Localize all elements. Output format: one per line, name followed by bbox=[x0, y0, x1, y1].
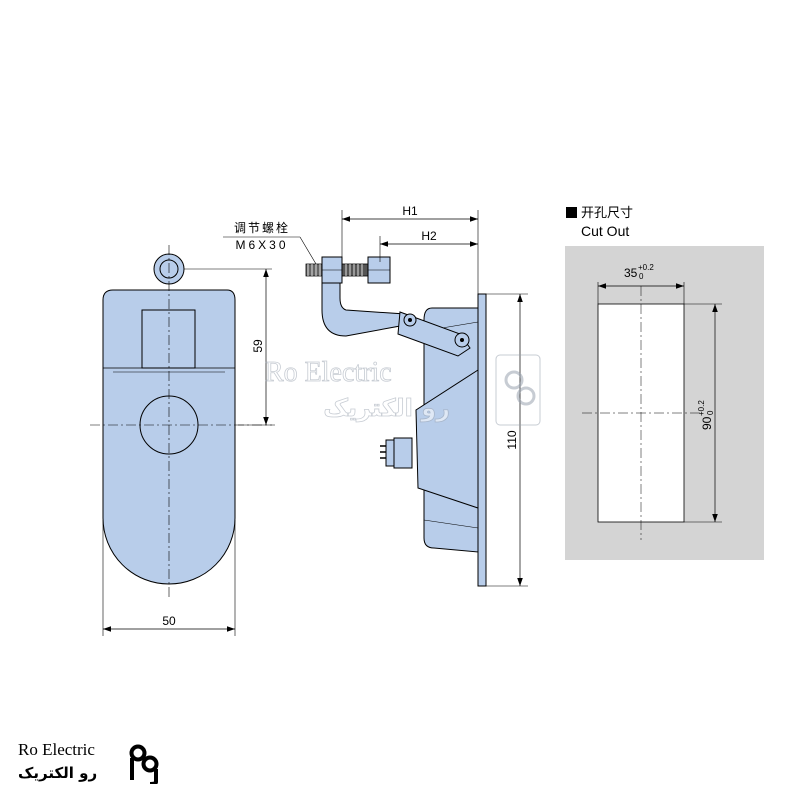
dim-h1-label: H1 bbox=[402, 204, 418, 218]
brand-text-en: Ro Electric bbox=[18, 740, 95, 759]
front-width-label: 50 bbox=[162, 614, 176, 628]
bottom-bolt-head bbox=[385, 439, 395, 467]
cutout-title-en: Cut Out bbox=[581, 223, 629, 239]
side-view: 调节螺栓 M6X30 H1 H2 110 bbox=[223, 204, 528, 587]
watermark-logo bbox=[495, 354, 541, 426]
cutout-height-tol-lower: 0 bbox=[706, 410, 715, 415]
cutout-title-cn: 开孔尺寸 bbox=[581, 206, 633, 221]
cutout-width-label: 35 bbox=[624, 266, 638, 280]
cutout-title-square bbox=[566, 207, 577, 218]
brand-logo-block: Ro Electric رو الکتریک bbox=[18, 740, 168, 790]
watermark-text-fa: رو الکتریک bbox=[323, 394, 450, 422]
side-height-label: 110 bbox=[505, 430, 519, 449]
brand-text-fa: رو الکتریک bbox=[18, 764, 98, 782]
handle-arm bbox=[321, 281, 406, 337]
watermark: Ro Electric رو الکتریک bbox=[265, 354, 541, 426]
front-height-label: 59 bbox=[251, 339, 265, 353]
cutout-height-label: 90 bbox=[700, 416, 714, 430]
dim-h2-label: H2 bbox=[421, 229, 437, 243]
mounting-plate bbox=[477, 293, 487, 587]
cutout-width-tol-upper: +0.2 bbox=[638, 263, 654, 272]
cutout-view: 开孔尺寸 Cut Out 35 +0.2 0 90 +0.2 0 bbox=[565, 206, 764, 560]
handle-link bbox=[397, 311, 471, 357]
handle-recess bbox=[141, 309, 196, 369]
brand-logo-icon bbox=[129, 744, 159, 784]
bolt-label-cn: 调节螺栓 bbox=[234, 220, 290, 235]
bolt-label-spec: M6X30 bbox=[235, 238, 288, 252]
watermark-text-en: Ro Electric bbox=[265, 357, 392, 388]
front-view: 59 50 bbox=[90, 245, 275, 636]
cutout-width-tol-lower: 0 bbox=[639, 272, 644, 281]
cutout-height-tol-upper: +0.2 bbox=[697, 400, 706, 416]
